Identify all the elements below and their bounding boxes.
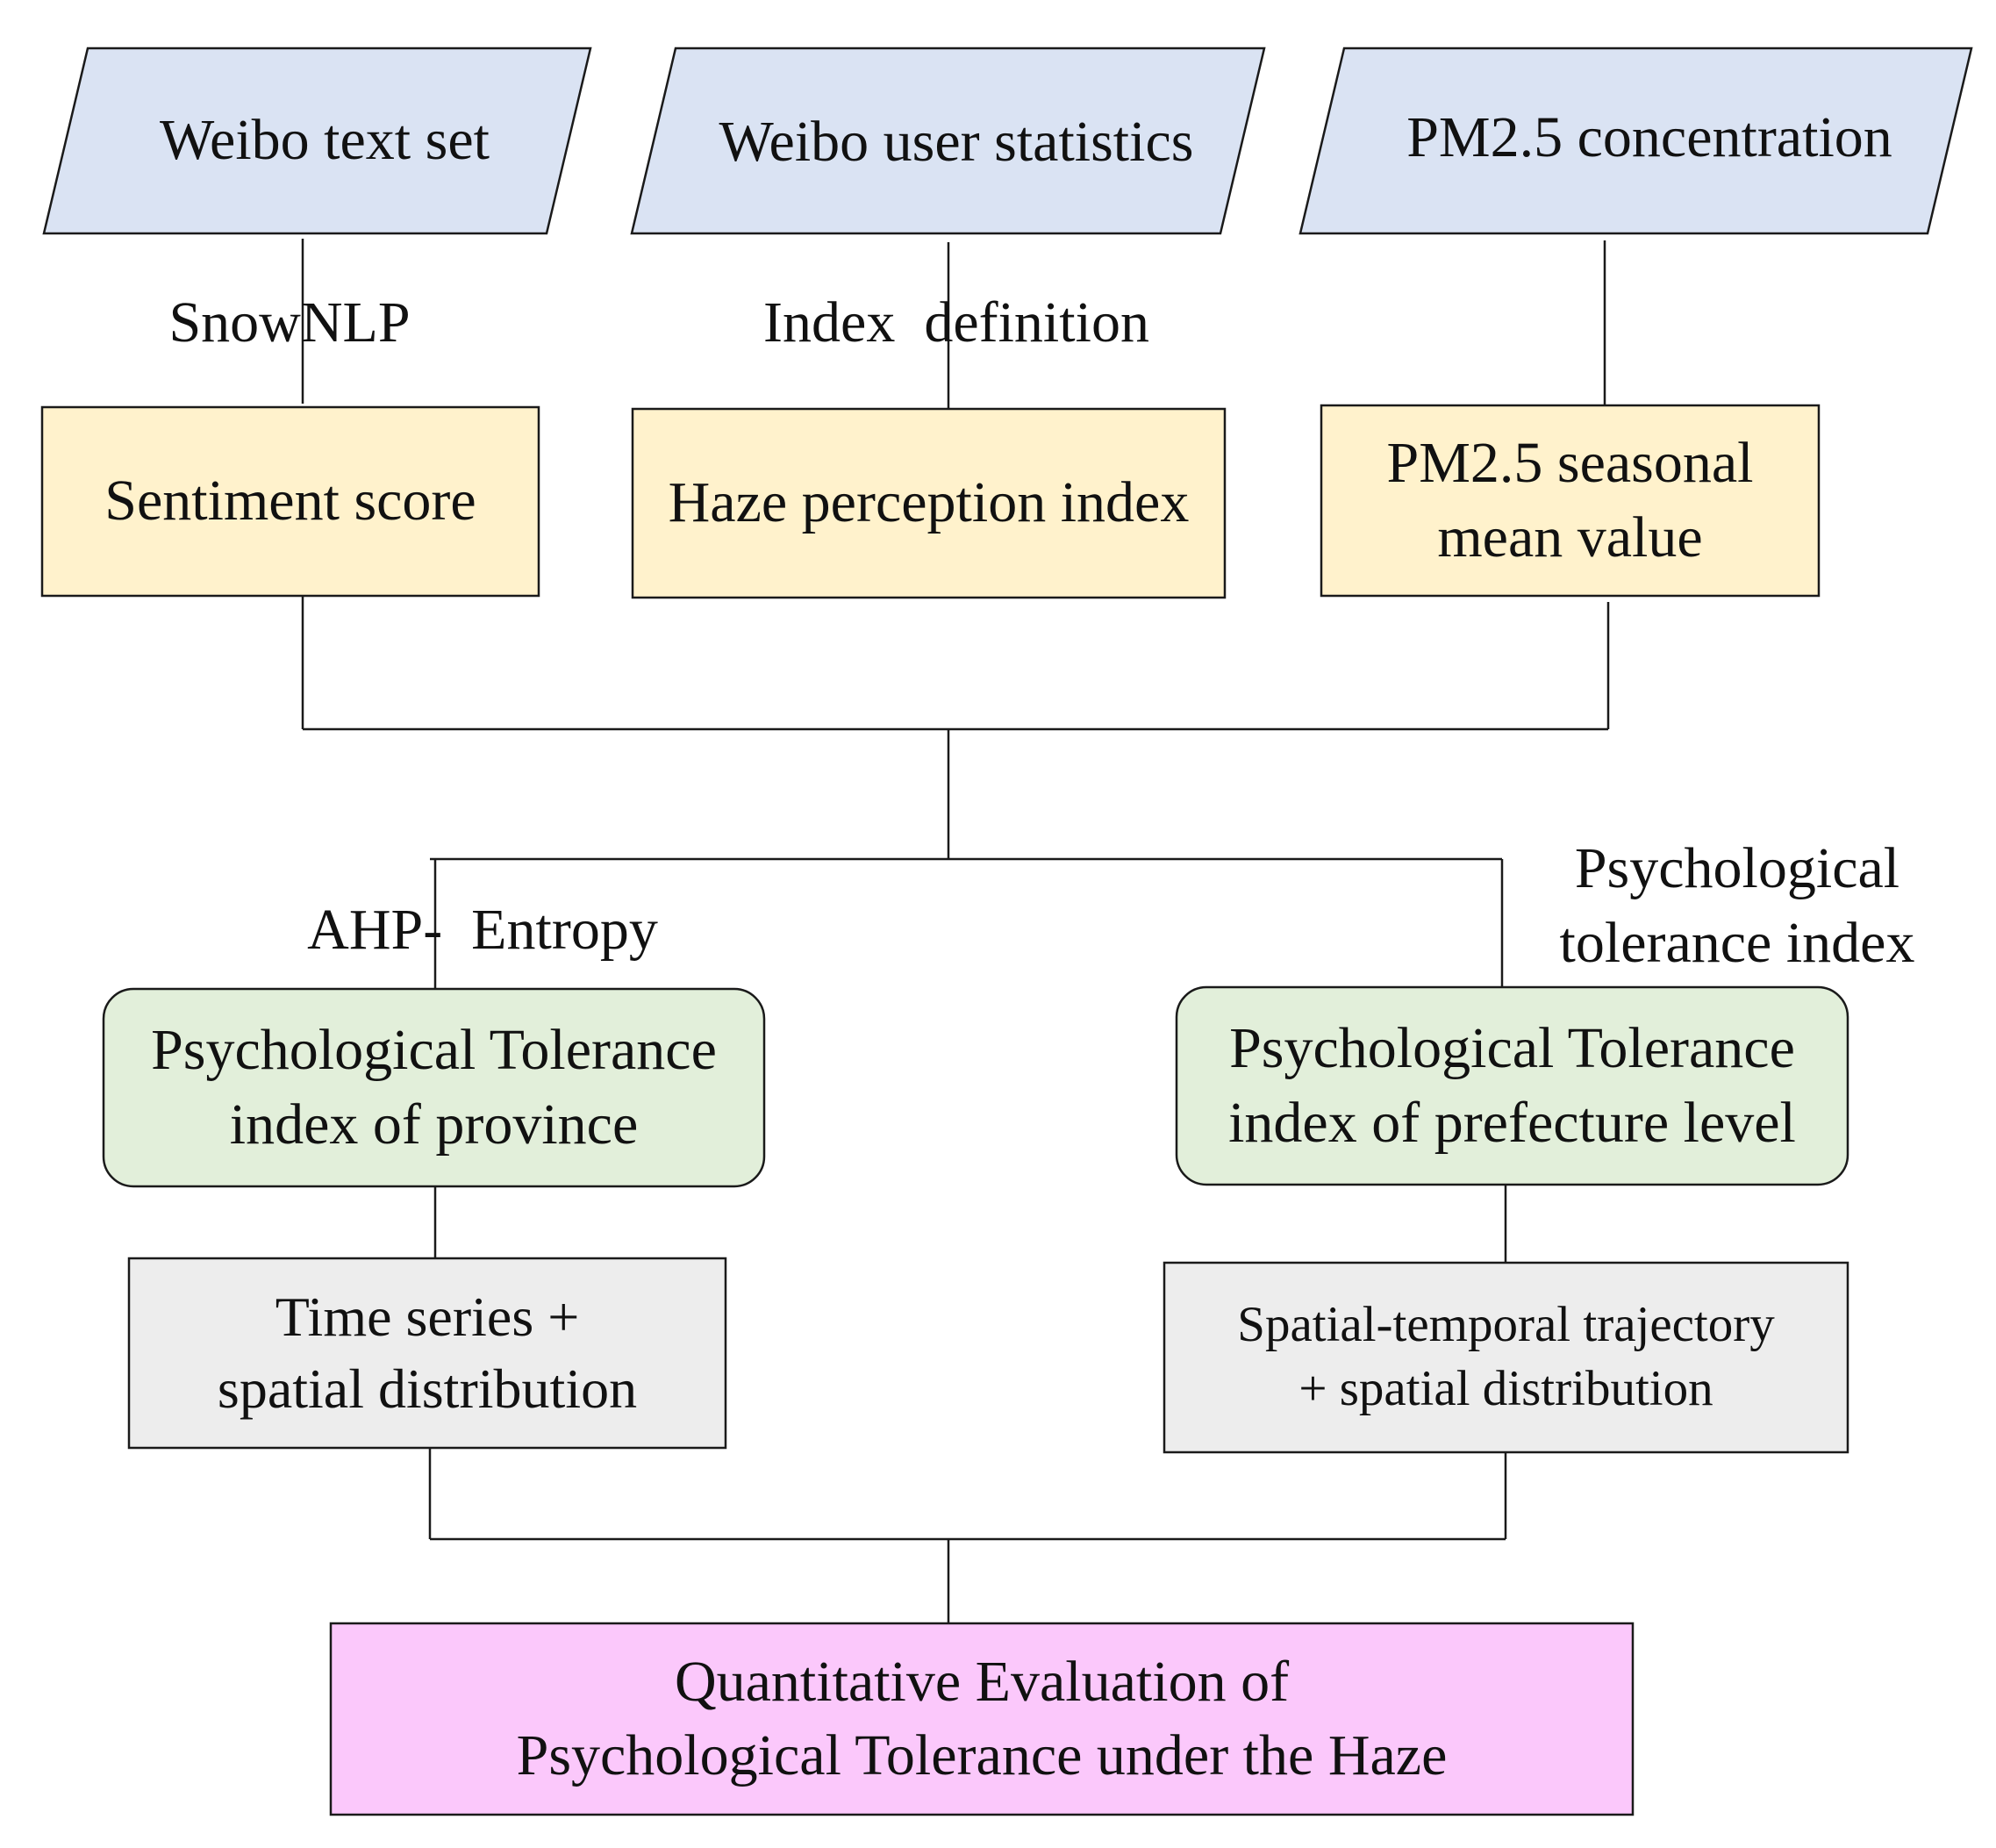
sentiment-score-shape[interactable]	[40, 405, 540, 598]
pti-province-label: Psychological Tolerance index of provinc…	[151, 1018, 717, 1157]
index-definition-edge-label: Index definition	[763, 290, 1149, 355]
weibo-user-statistics-label: Weibo user statistics	[719, 110, 1194, 175]
pti-prefecture-label: Psychological Tolerance index of prefect…	[1228, 1016, 1796, 1155]
time-series-spatial-shape[interactable]	[127, 1257, 727, 1450]
connector-lines	[301, 239, 1610, 1623]
final-evaluation-label: Quantitative Evaluation of Psychological…	[516, 1649, 1448, 1787]
pm25-seasonal-mean-label: PM2.5 seasonal mean value	[1386, 431, 1754, 569]
time-series-spatial-label: Time series + spatial distribution	[217, 1286, 638, 1420]
weibo-text-set-label: Weibo text set	[160, 107, 490, 172]
weibo-text-set-shape[interactable]	[42, 47, 592, 235]
psych-tolerance-index-edge-label: Psychological tolerance index	[1559, 836, 1915, 975]
pti-prefecture-shape[interactable]	[1175, 985, 1849, 1186]
weibo-user-statistics-shape[interactable]	[630, 47, 1266, 235]
pti-province-shape[interactable]	[102, 987, 766, 1188]
pm25-concentration-shape[interactable]	[1298, 47, 1973, 235]
trajectory-spatial-label: Spatial-temporal trajectory + spatial di…	[1237, 1297, 1775, 1416]
snownlp-edge-label: SnowNLP	[168, 290, 411, 355]
pm25-seasonal-mean-shape[interactable]	[1320, 404, 1821, 598]
ahp-entropy-edge-label: AHP- Entropy	[307, 897, 658, 962]
sentiment-score-label: Sentiment score	[104, 469, 476, 534]
pm25-concentration-label: PM2.5 concentration	[1406, 105, 1892, 170]
trajectory-spatial-shape[interactable]	[1163, 1261, 1849, 1454]
haze-perception-index-label: Haze perception index	[668, 470, 1190, 535]
haze-perception-index-shape[interactable]	[631, 407, 1227, 599]
final-evaluation-shape[interactable]	[329, 1622, 1635, 1816]
